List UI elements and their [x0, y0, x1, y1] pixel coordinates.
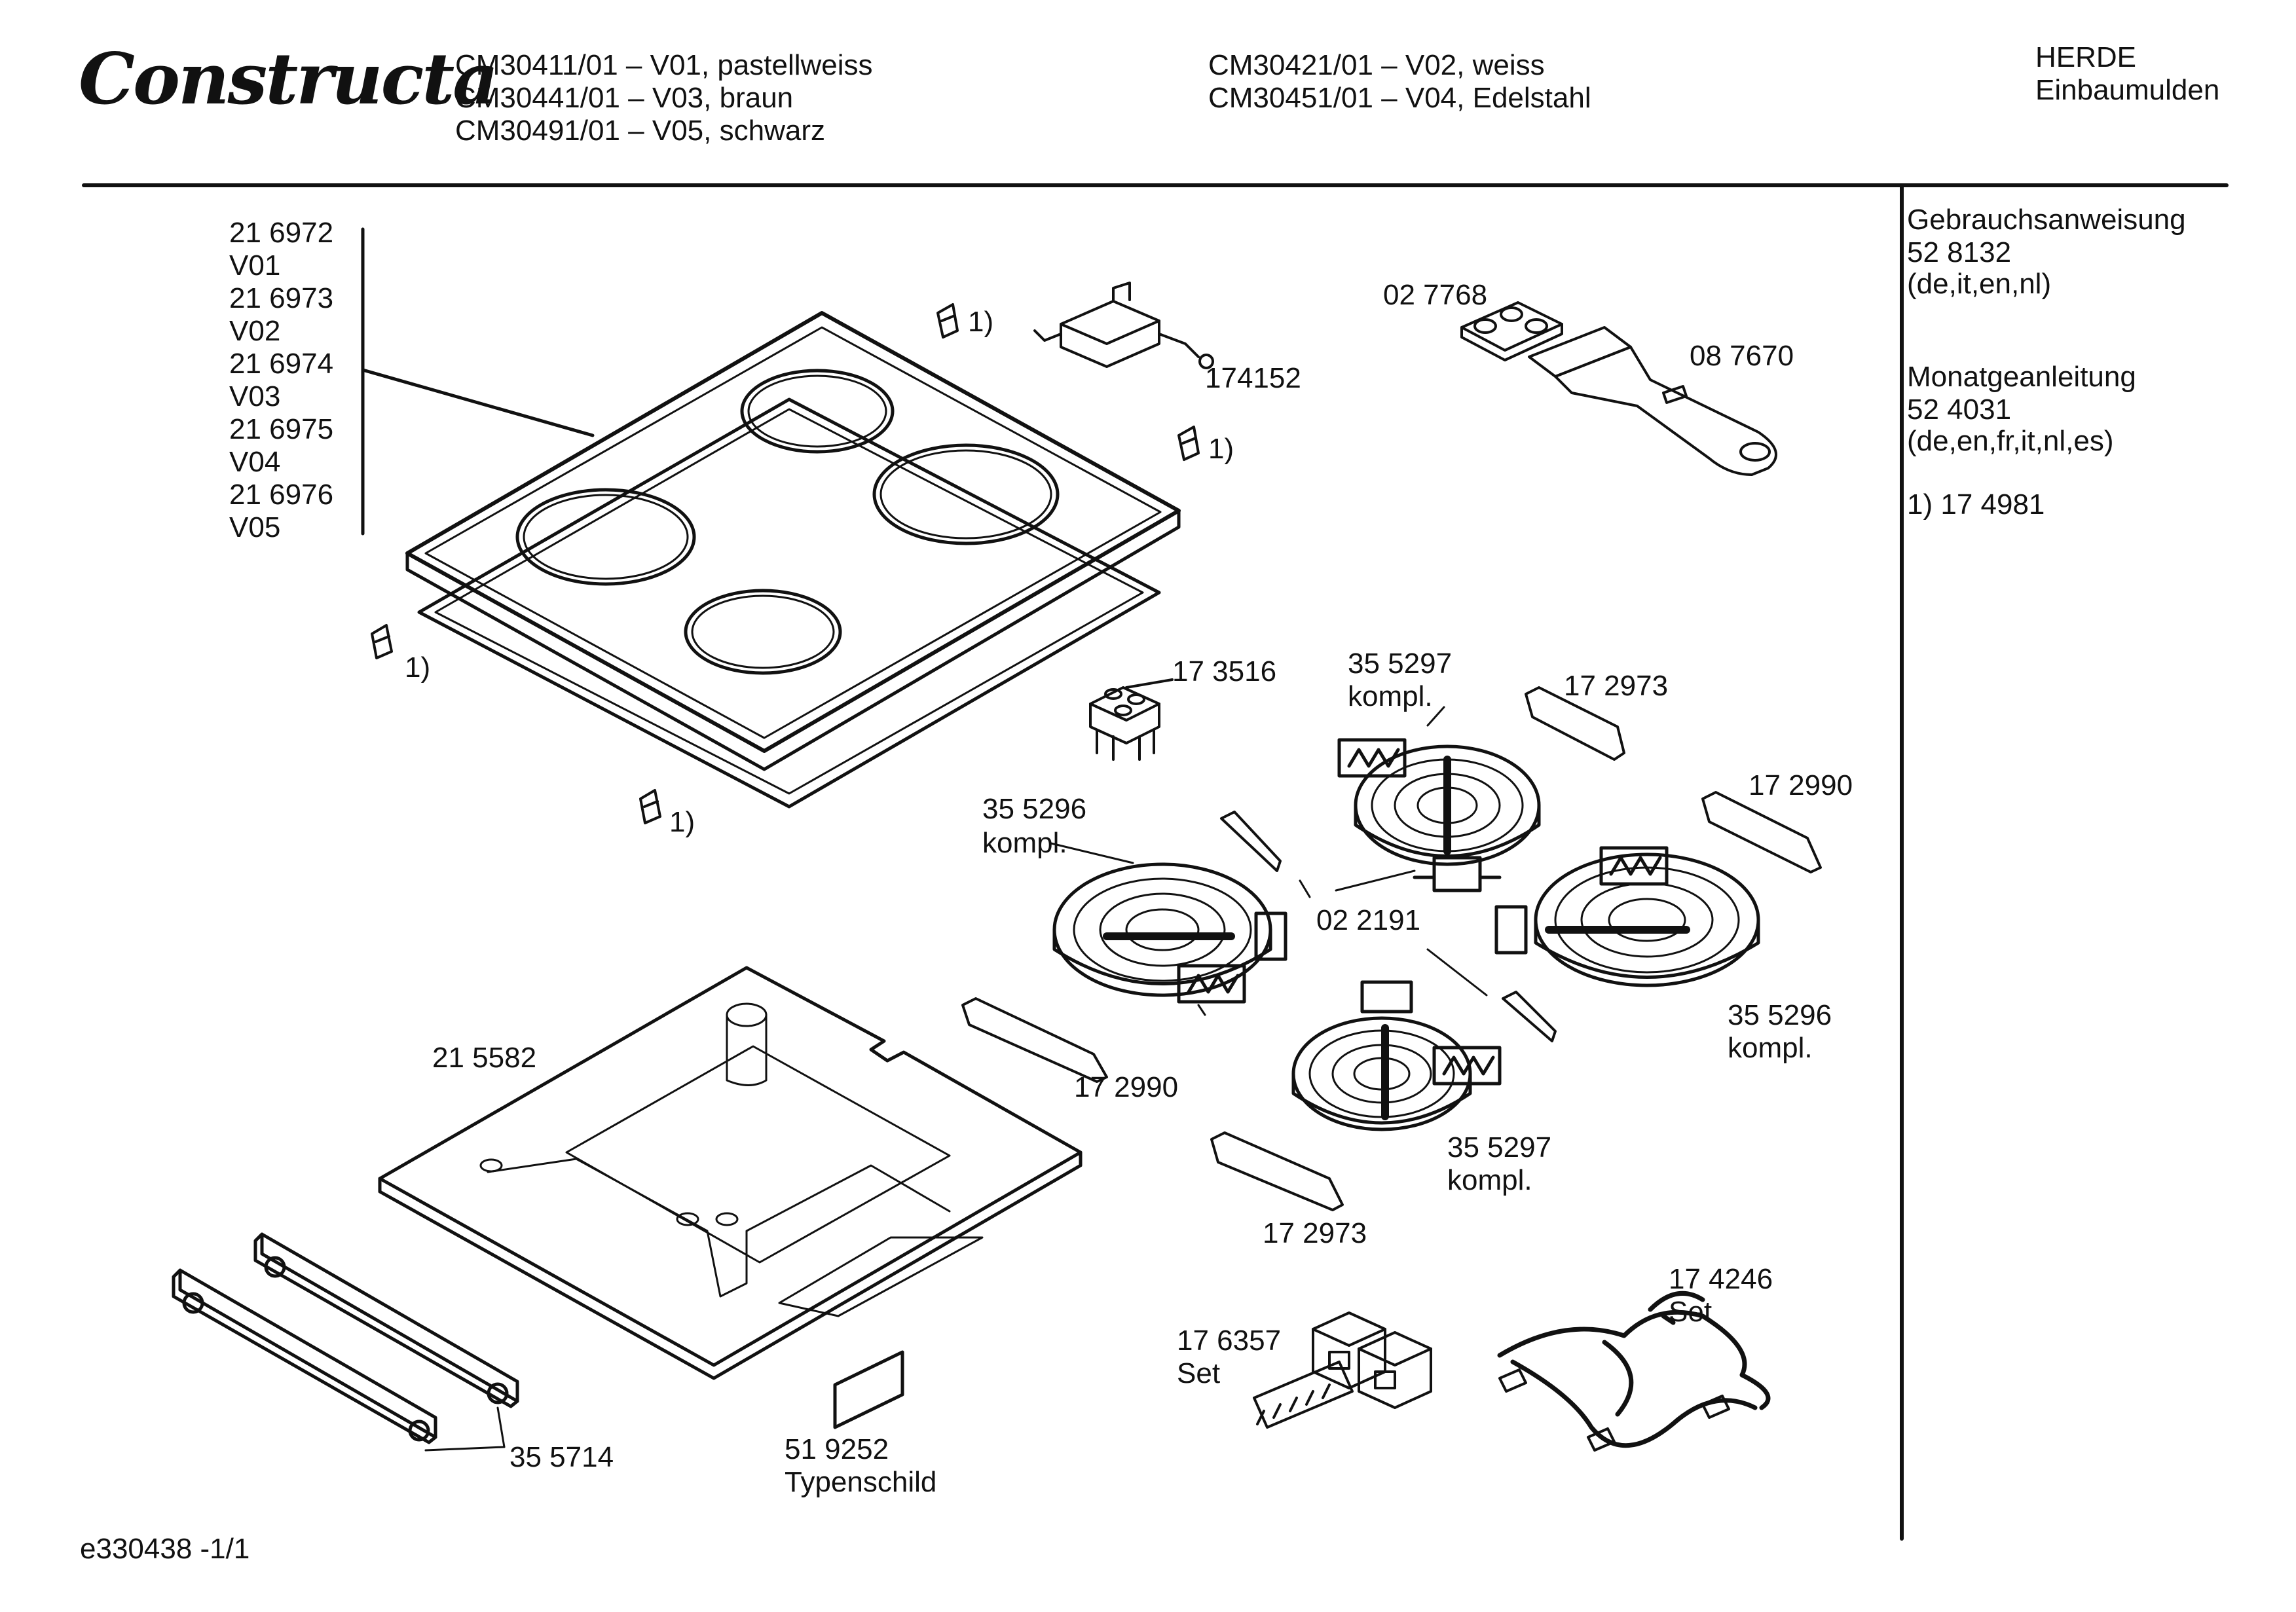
- variant-code: V01: [229, 249, 281, 282]
- model-line: CM30411/01 – V01, pastellweiss: [455, 49, 873, 81]
- variant-code: V04: [229, 446, 281, 478]
- variant-code: V03: [229, 380, 281, 412]
- callout-part-number: 21 5582: [432, 1042, 537, 1074]
- callout-part-number: 02 7768: [1383, 279, 1488, 311]
- cable-set-174246: [1497, 1291, 1771, 1452]
- ceramic-hob-top: [405, 311, 1181, 771]
- model-line: CM30421/01 – V02, weiss: [1208, 49, 1545, 81]
- callout-part-number: 17 4246: [1669, 1263, 1773, 1295]
- rating-plate-519252: [833, 1350, 904, 1429]
- variant-part-number: 21 6976: [229, 479, 334, 511]
- callout-part-number: 17 2973: [1564, 670, 1669, 702]
- variant-part-number: 21 6975: [229, 413, 334, 445]
- glass-scraper-087670: [1528, 326, 1777, 476]
- leader-lines: [1050, 706, 1488, 1016]
- callout-part-number: 35 5296: [982, 793, 1087, 825]
- callout-note: Typenschild: [785, 1466, 937, 1498]
- category-line: Einbaumulden: [2035, 74, 2220, 106]
- callout-note: kompl.: [1728, 1032, 1813, 1064]
- callout-note: kompl.: [982, 827, 1067, 859]
- heating-element-355296-right: [1494, 852, 1760, 987]
- variant-part-number: 21 6972: [229, 217, 334, 249]
- cover-plate-027768: [1460, 301, 1563, 361]
- callout-part-number: 17 3516: [1172, 655, 1277, 687]
- model-line: CM30441/01 – V03, braun: [455, 82, 794, 114]
- brand-logo: Constructa: [79, 38, 498, 120]
- install-languages: (de,en,fr,it,nl,es): [1907, 425, 2114, 457]
- variant-part-number: 21 6974: [229, 348, 334, 380]
- drawing-id: e330438 -1/1: [80, 1533, 250, 1565]
- hob-seal-frame: [417, 397, 1161, 809]
- callout-note: Set: [1669, 1296, 1713, 1328]
- category-line: HERDE: [2035, 41, 2137, 73]
- clip-symbol: [371, 303, 1200, 824]
- variant-code: V02: [229, 315, 281, 347]
- callout-ref: 1): [405, 651, 431, 684]
- model-line: CM30491/01 – V05, schwarz: [455, 115, 825, 147]
- manual-languages: (de,it,en,nl): [1907, 268, 2052, 300]
- install-title: Monatgeanleitung: [1907, 361, 2136, 393]
- heating-element-355296-left: [1052, 862, 1287, 997]
- callout-part-number: 08 7670: [1690, 340, 1794, 372]
- variant-leader: [361, 368, 595, 437]
- variant-part-number: 21 6973: [229, 282, 334, 314]
- heating-element-355297-bottom: [1291, 980, 1472, 1131]
- side-rails-355714: [172, 1232, 519, 1452]
- callout-part-number: 17 2990: [1074, 1071, 1179, 1103]
- callout-part-number: 17 6357: [1177, 1325, 1282, 1357]
- callout-part-number: 35 5297: [1447, 1131, 1552, 1163]
- model-line: CM30451/01 – V04, Edelstahl: [1208, 82, 1591, 114]
- callout-part-number: 35 5714: [509, 1441, 614, 1473]
- manual-title: Gebrauchsanweisung: [1907, 204, 2186, 236]
- install-number: 52 4031: [1907, 394, 2012, 426]
- callout-part-number: 17 2990: [1749, 769, 1853, 801]
- energy-regulator-174152: [1033, 282, 1214, 369]
- variant-code: V05: [229, 511, 281, 543]
- support-bracket: [961, 686, 1822, 1211]
- heater-symbol: [1177, 738, 1669, 1086]
- callout-part-number: 35 5296: [1728, 999, 1832, 1031]
- bottom-pan-215582: [378, 966, 1083, 1380]
- terminal-block-173516: [1089, 678, 1174, 761]
- callout-part-number: 17 2973: [1263, 1217, 1367, 1249]
- footnote: 1) 17 4981: [1907, 488, 2045, 521]
- callout-ref: 1): [669, 806, 695, 838]
- manual-number: 52 8132: [1907, 236, 2012, 268]
- heating-element-355297-top: [1354, 744, 1541, 892]
- callout-note: kompl.: [1447, 1164, 1532, 1196]
- callout-note: Set: [1177, 1357, 1221, 1389]
- callout-note: kompl.: [1348, 680, 1433, 712]
- callout-part-number: 35 5297: [1348, 648, 1453, 680]
- callout-part-number: 51 9252: [785, 1433, 889, 1465]
- callout-part-number: 02 2191: [1316, 904, 1421, 936]
- callout-ref: 1): [968, 306, 994, 338]
- callout-ref: 1): [1208, 433, 1234, 465]
- terminal-set-176357: [1253, 1311, 1432, 1429]
- callout-part-number: 174152: [1205, 362, 1301, 394]
